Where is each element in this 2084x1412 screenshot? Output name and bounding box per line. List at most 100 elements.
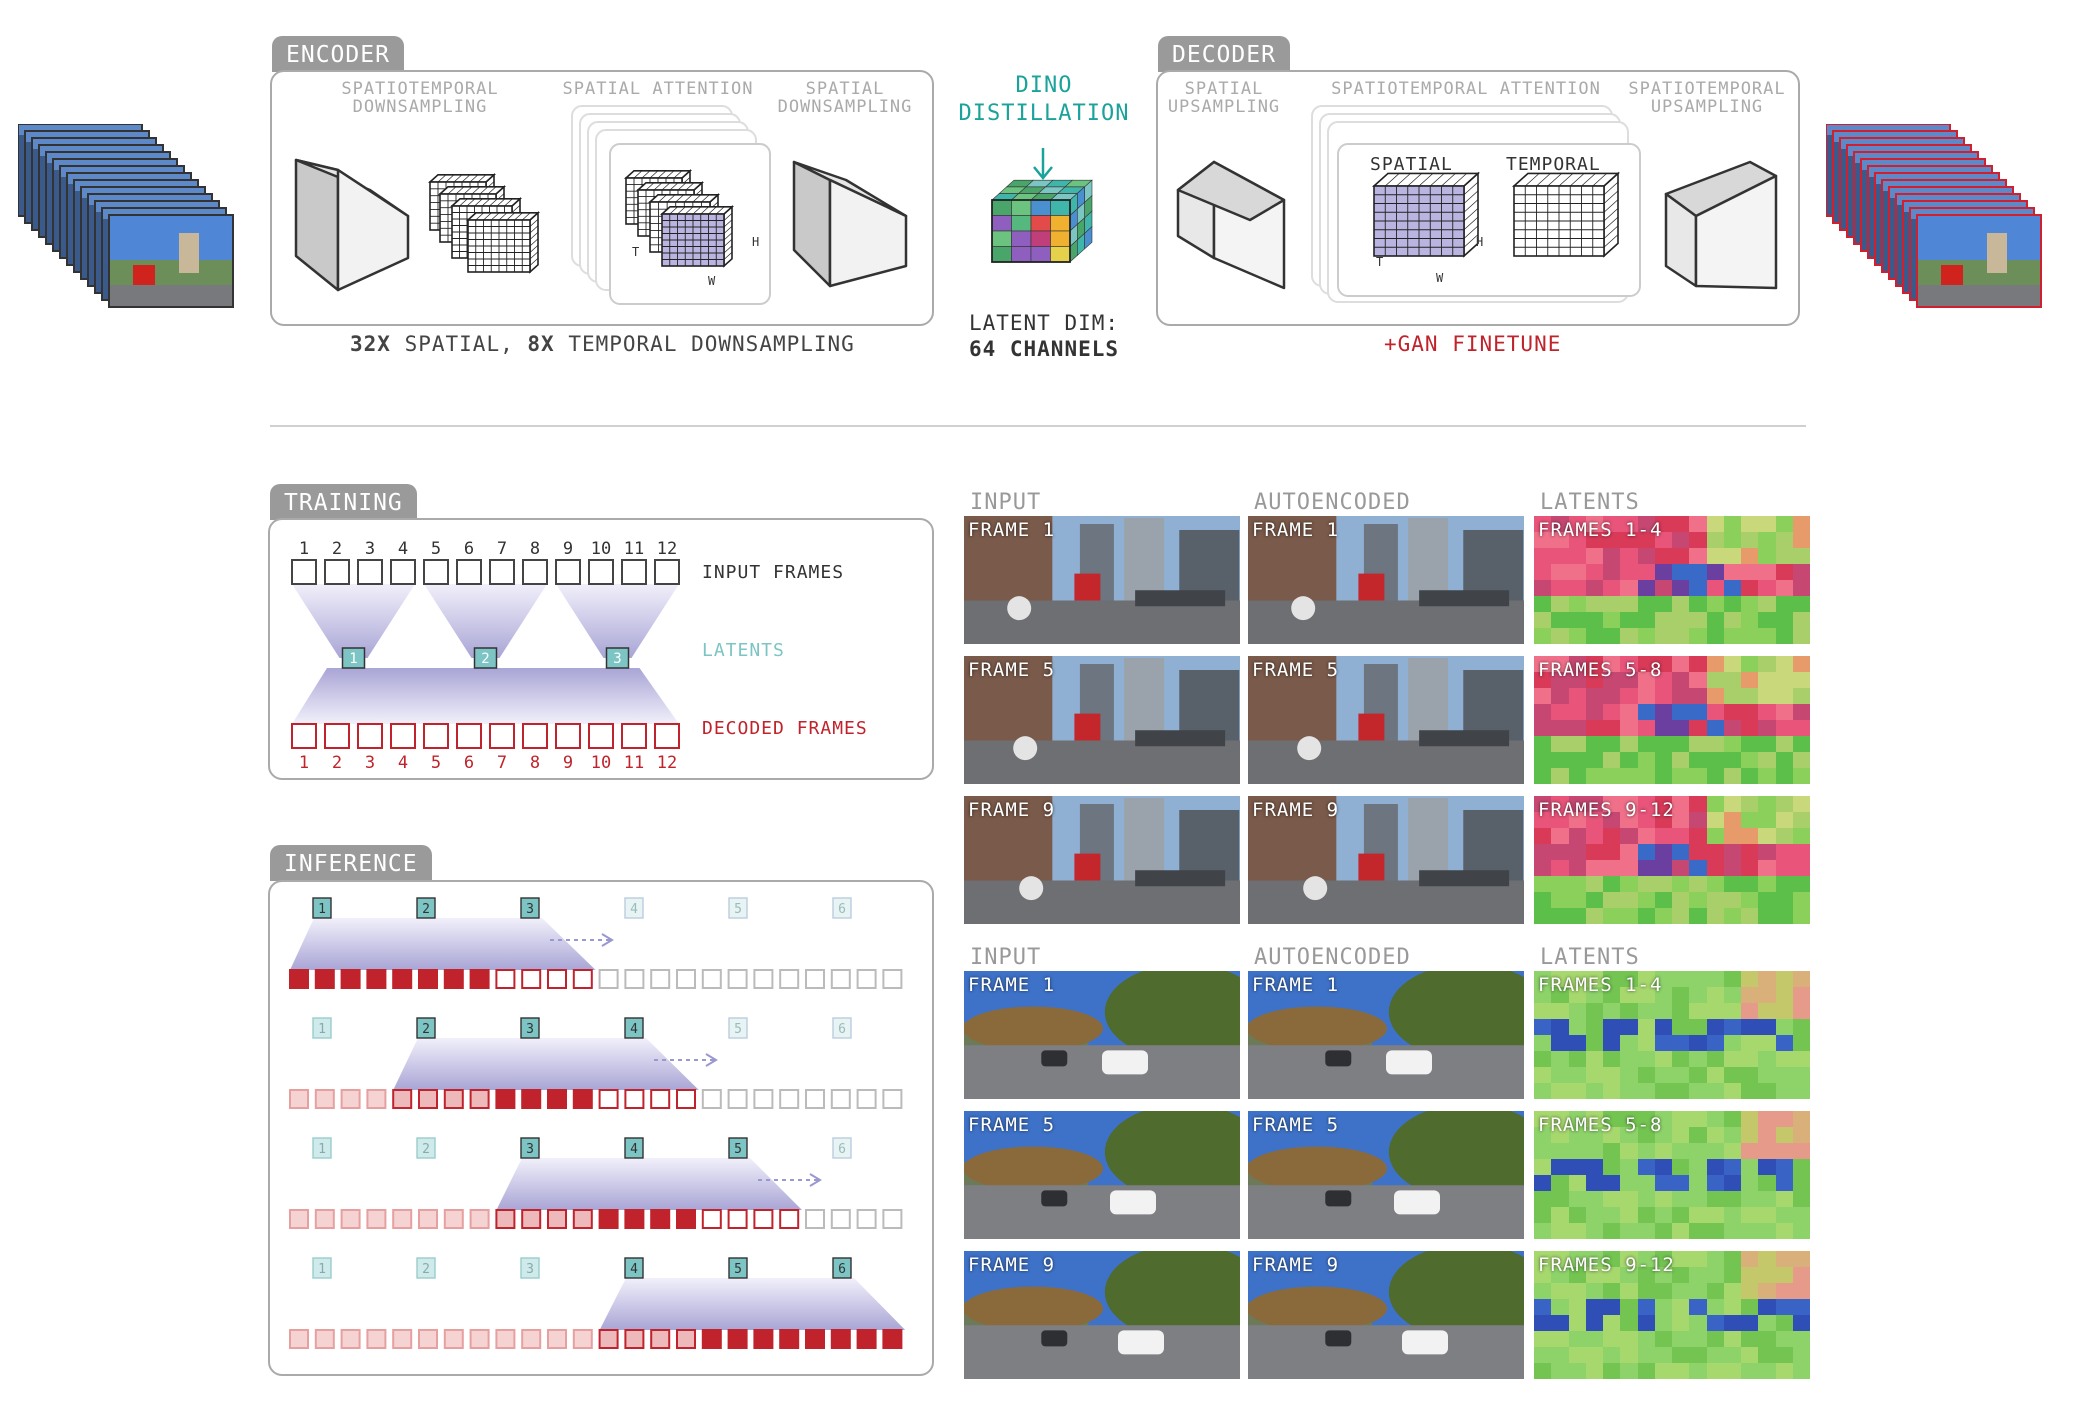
latent-cell: [1534, 1347, 1552, 1363]
latent-cell: [1620, 768, 1638, 784]
latent-cell: [1534, 672, 1552, 688]
latent-cell: [1706, 812, 1724, 828]
latent-cell: [1603, 1207, 1621, 1223]
input-frame-number: 2: [332, 539, 342, 559]
input-frame-number: 8: [530, 539, 540, 559]
svg-text:T: T: [1376, 255, 1383, 269]
latent-cell: [1585, 812, 1603, 828]
latent-cell: [1603, 720, 1621, 736]
inference-latent-id: 2: [422, 902, 430, 917]
latent-cell: [1551, 532, 1569, 548]
input-frame-number: 12: [657, 539, 677, 559]
inference-latent-box: [416, 1137, 436, 1159]
latent-cell: [1672, 580, 1690, 596]
latent-cell: [1723, 876, 1741, 892]
inference-frame-box: [340, 1329, 361, 1349]
latent-cell: [1654, 876, 1672, 892]
latent-cell: [1775, 688, 1793, 704]
inference-frame-box: [314, 1089, 335, 1109]
inference-latent-box: [832, 1017, 852, 1039]
latent-cell: [1654, 768, 1672, 784]
latent-cell: [1534, 1051, 1552, 1067]
latent-cell: [1706, 564, 1724, 580]
latent-cell: [1723, 1283, 1741, 1299]
latent-cell: [1534, 1003, 1552, 1019]
latent-cell: [1620, 580, 1638, 596]
latent-cell: [1568, 564, 1586, 580]
latent-cell: [1741, 908, 1759, 924]
latent-cell: [1603, 752, 1621, 768]
latent-cell: [1758, 1347, 1776, 1363]
latent-cell: [1689, 1191, 1707, 1207]
input-frame-number: 11: [624, 539, 644, 559]
inference-latent-box: [520, 1017, 540, 1039]
inference-frame-box: [443, 1329, 464, 1349]
latent-cell: [1758, 987, 1776, 1003]
latent-cell: [1723, 796, 1741, 812]
latent-cell: [1637, 1127, 1655, 1143]
latent-cell: [1637, 1207, 1655, 1223]
latent-cell: [1758, 1035, 1776, 1051]
latent-cell: [1654, 672, 1672, 688]
latent-cell: [1637, 1251, 1655, 1267]
latent-cell: [1792, 1315, 1810, 1331]
latent-cell: [1792, 844, 1810, 860]
encoder-caption-text1: SPATIAL,: [390, 332, 528, 356]
frame-caption: FRAME 1: [1252, 519, 1340, 541]
inference-frame-box: [650, 1209, 671, 1229]
latent-cell: [1758, 672, 1776, 688]
latent-cell: [1620, 860, 1638, 876]
latent-cell: [1723, 1067, 1741, 1083]
decoder-sub-upsampling: SPATIOTEMPORAL UPSAMPLING: [1628, 79, 1786, 117]
latent-cell: [1551, 1111, 1569, 1127]
latent-cell: [1603, 1003, 1621, 1019]
latent-cell: [1758, 796, 1776, 812]
latent-cell: [1585, 860, 1603, 876]
latent-cell: [1689, 768, 1707, 784]
latent-cell: [1551, 1267, 1569, 1283]
latent-cell: [1723, 812, 1741, 828]
latent-cell: [1741, 1299, 1759, 1315]
latent-cell: [1603, 1267, 1621, 1283]
inference-frame-box: [624, 1329, 645, 1349]
latent-cell: [1654, 844, 1672, 860]
inference-frame-box: [701, 1089, 722, 1109]
latent-cell: [1534, 1331, 1552, 1347]
latent-cell: [1585, 720, 1603, 736]
latent-cell: [1568, 1083, 1586, 1099]
encoder-graphics: T H W: [294, 105, 908, 305]
latent-cell: [1741, 876, 1759, 892]
latent-cell: [1551, 971, 1569, 987]
latent-cell: [1792, 987, 1810, 1003]
latent-cell: [1603, 1363, 1621, 1379]
latent-cell: [1741, 1051, 1759, 1067]
latent-cell: [1689, 796, 1707, 812]
latent-cell: [1534, 628, 1552, 644]
latent-cell: [1568, 1315, 1586, 1331]
latent-cell: [1741, 564, 1759, 580]
latent-cell: [1672, 1111, 1690, 1127]
latent-cell: [1551, 1191, 1569, 1207]
latent-visualization: FRAMES 1-4: [1534, 971, 1810, 1099]
latent-cell: [1620, 516, 1638, 532]
inference-frame-box: [856, 1089, 877, 1109]
latent-cell: [1568, 828, 1586, 844]
encoder-caption: 32X SPATIAL, 8X TEMPORAL DOWNSAMPLING: [350, 332, 855, 356]
inference-frame-box: [547, 1329, 567, 1349]
latent-cell: [1568, 987, 1586, 1003]
latent-cell: [1689, 736, 1707, 752]
latent-cell: [1706, 1251, 1724, 1267]
latent-cell: [1637, 844, 1655, 860]
latent-cell: [1758, 828, 1776, 844]
latent-cell: [1568, 596, 1586, 612]
input-frame-box: [456, 559, 482, 585]
latent-cell: [1775, 752, 1793, 768]
latent-cell: [1637, 532, 1655, 548]
latent-cell: [1603, 516, 1621, 532]
latent-cell: [1775, 1175, 1793, 1191]
latent-cell: [1654, 1267, 1672, 1283]
latent-cell: [1534, 1111, 1552, 1127]
inference-latent-id: 1: [318, 1262, 326, 1277]
latent-cell: [1672, 1175, 1690, 1191]
latent-cell: [1723, 971, 1741, 987]
